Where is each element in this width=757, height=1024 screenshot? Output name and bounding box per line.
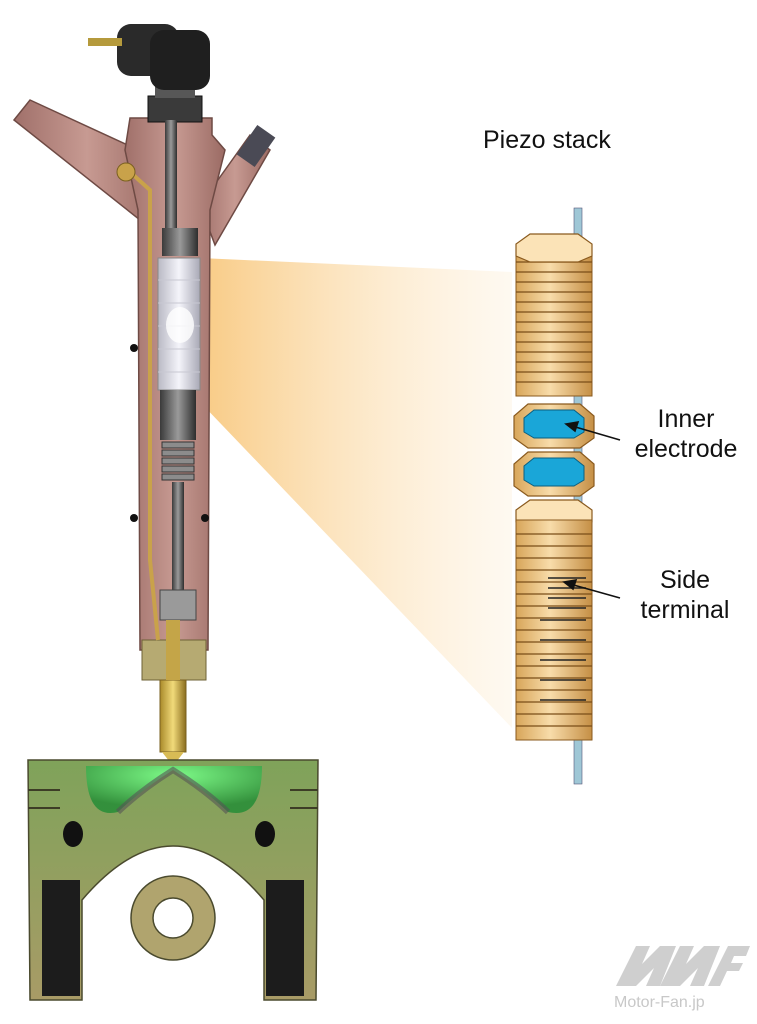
side-terminal-label: Side terminal	[630, 566, 740, 625]
inner-electrode-disc-1	[513, 403, 595, 449]
watermark-site-text: Motor-Fan.jp	[614, 994, 705, 1011]
piston	[27, 759, 319, 1001]
inner-electrode-label-line2: electrode	[634, 434, 738, 463]
watermark-logo	[616, 946, 750, 986]
piezo-stack	[513, 207, 595, 785]
inner-electrode-label: Inner electrode	[626, 405, 746, 464]
side-terminal-label-line2: terminal	[640, 595, 730, 624]
piezo-stack-title: Piezo stack	[483, 126, 611, 154]
inner-electrode-disc-2	[513, 451, 595, 497]
side-terminal-label-line1: Side	[659, 566, 711, 594]
inner-electrode-label-line1: Inner	[657, 405, 715, 433]
label-leaders	[562, 420, 621, 599]
injector	[12, 24, 276, 766]
magnification-beam	[200, 258, 512, 728]
